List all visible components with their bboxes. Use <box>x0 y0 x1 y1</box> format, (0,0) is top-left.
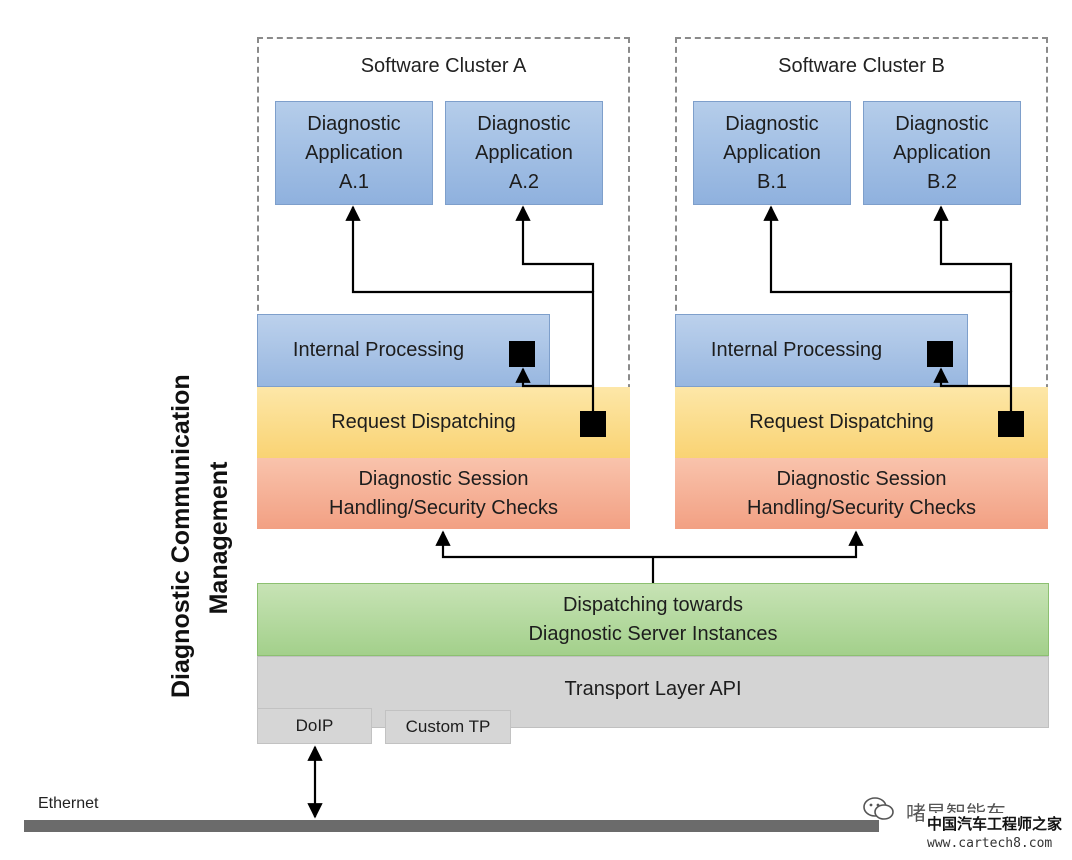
app-b1-line3: B.1 <box>756 170 788 193</box>
internal-processing-a[interactable]: Internal Processing <box>257 314 550 387</box>
custom-tp-transport[interactable]: Custom TP <box>385 710 511 744</box>
request-dispatching-b-port <box>998 411 1024 437</box>
doip-label: DoIP <box>295 716 334 735</box>
session-handling-b[interactable]: Diagnostic Session Handling/Security Che… <box>675 458 1048 529</box>
app-b2-line1: Diagnostic <box>895 112 989 135</box>
ethernet-label: Ethernet <box>38 795 99 812</box>
request-dispatching-a-label: Request Dispatching <box>331 411 516 433</box>
request-dispatching-a-port <box>580 411 606 437</box>
doip-transport[interactable]: DoIP <box>257 708 372 744</box>
request-dispatching-b[interactable]: Request Dispatching <box>675 387 1048 458</box>
fork-to-cluster-a <box>435 530 653 559</box>
watermark-url: www.cartech8.com <box>927 836 1053 851</box>
ethernet-bus <box>24 820 879 832</box>
app-a1-line2: Application <box>305 141 403 164</box>
server-dispatching-line2: Diagnostic Server Instances <box>528 622 778 645</box>
diagnostic-application-a1[interactable]: Diagnostic Application A.1 <box>275 101 433 205</box>
app-b2-line3: B.2 <box>926 170 958 193</box>
route-b-to-app-b1 <box>763 205 1013 411</box>
route-a-to-internal <box>515 367 593 388</box>
session-b-line1: Diagnostic Session <box>776 467 947 490</box>
server-dispatching-line1: Dispatching towards <box>562 593 744 616</box>
fork-to-cluster-b <box>653 530 864 559</box>
route-a-to-app-a1 <box>345 205 595 411</box>
wechat-icon <box>862 796 896 822</box>
app-a1-line1: Diagnostic <box>307 112 401 135</box>
internal-processing-b-label: Internal Processing <box>710 339 883 361</box>
cluster-a-title: Software Cluster A <box>360 55 527 77</box>
internal-processing-a-port <box>509 341 535 367</box>
session-handling-a[interactable]: Diagnostic Session Handling/Security Che… <box>257 458 630 529</box>
request-dispatching-a[interactable]: Request Dispatching <box>257 387 630 458</box>
diagnostic-application-b1[interactable]: Diagnostic Application B.1 <box>693 101 851 205</box>
app-a2-line2: Application <box>475 141 573 164</box>
app-a2-line1: Diagnostic <box>477 112 571 135</box>
route-b-to-app-b2 <box>933 205 1013 292</box>
cluster-b-title: Software Cluster B <box>778 55 945 77</box>
app-b1-line2: Application <box>723 141 821 164</box>
session-a-line2: Handling/Security Checks <box>329 496 558 519</box>
transport-layer-api-label: Transport Layer API <box>564 677 742 700</box>
route-b-to-internal <box>933 367 1011 388</box>
app-a2-line3: A.2 <box>508 170 540 193</box>
request-dispatching-b-label: Request Dispatching <box>749 411 934 433</box>
app-b2-line2: Application <box>893 141 991 164</box>
internal-processing-b-port <box>927 341 953 367</box>
route-a-to-app-a2 <box>515 205 595 292</box>
internal-processing-a-label: Internal Processing <box>292 339 465 361</box>
app-a1-line3: A.1 <box>338 170 370 193</box>
session-a-line1: Diagnostic Session <box>358 467 529 490</box>
session-b-line2: Handling/Security Checks <box>747 496 976 519</box>
custom-tp-label: Custom TP <box>405 717 491 736</box>
server-instance-dispatching[interactable]: Dispatching towards Diagnostic Server In… <box>257 583 1049 656</box>
internal-processing-b[interactable]: Internal Processing <box>675 314 968 387</box>
diagnostic-application-a2[interactable]: Diagnostic Application A.2 <box>445 101 603 205</box>
watermark-site: 中国汽车工程师之家 <box>925 813 1065 834</box>
app-b1-line1: Diagnostic <box>725 112 819 135</box>
diagnostic-application-b2[interactable]: Diagnostic Application B.2 <box>863 101 1021 205</box>
